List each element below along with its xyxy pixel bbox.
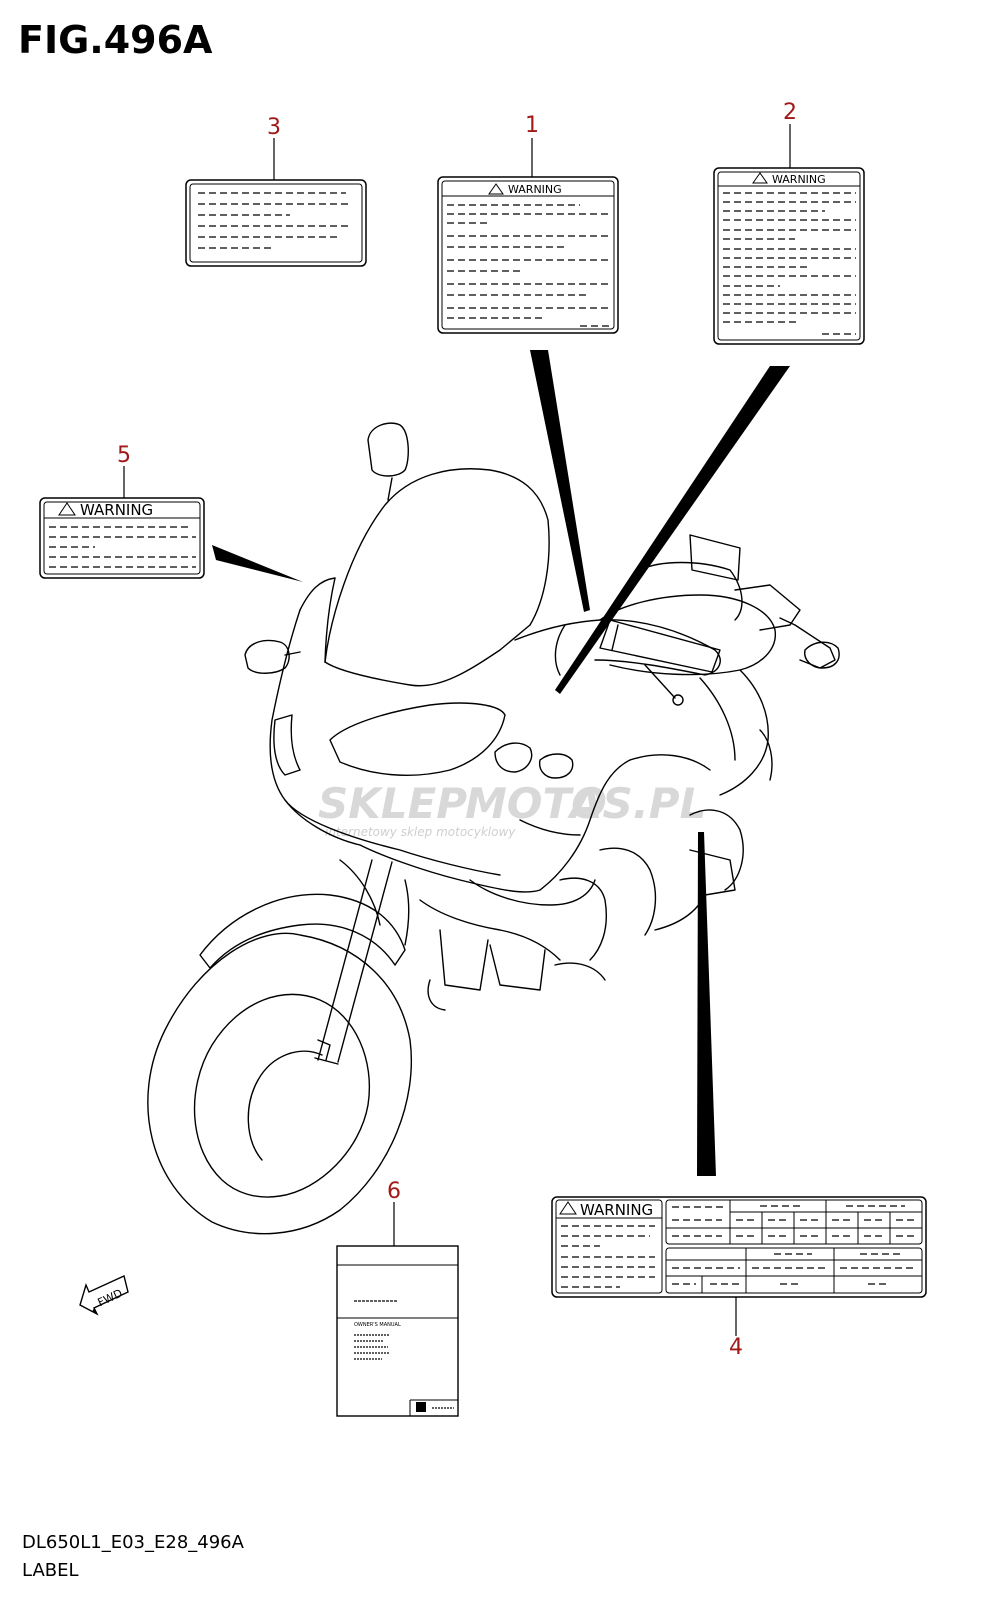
figure-code: DL650L1_E03_E28_496A bbox=[22, 1532, 244, 1553]
label-2-warning-text: WARNING bbox=[772, 173, 826, 186]
watermark: SKLEP MOTO AS.PL internetowy sklep motoc… bbox=[318, 779, 706, 839]
figure-caption: LABEL bbox=[22, 1560, 79, 1581]
figure-title: FIG.496A bbox=[18, 18, 213, 62]
leader-wedges bbox=[212, 350, 790, 1176]
callout-leaders bbox=[123, 124, 791, 1336]
callout-5: 5 bbox=[117, 443, 131, 468]
callout-6: 6 bbox=[387, 1179, 401, 1204]
motorcycle-drawing bbox=[147, 422, 840, 1235]
watermark-brand-b: MOTO bbox=[465, 779, 607, 828]
watermark-tagline: internetowy sklep motocyklowy bbox=[325, 825, 516, 839]
leader-wedge-1 bbox=[530, 350, 590, 612]
label-5-warning-text: WARNING bbox=[80, 501, 153, 519]
watermark-brand-c: AS.PL bbox=[567, 779, 706, 828]
manual-logo-icon bbox=[416, 1402, 426, 1412]
label-1-warning-text: WARNING bbox=[508, 183, 562, 196]
part-label-5[interactable]: WARNING bbox=[39, 497, 205, 579]
manual-title: OWNER'S MANUAL bbox=[354, 1322, 401, 1328]
fwd-direction-arrow: FWD bbox=[79, 1275, 129, 1316]
callout-3: 3 bbox=[267, 115, 281, 140]
part-label-1[interactable]: WARNING bbox=[437, 176, 619, 334]
part-owners-manual-6[interactable]: OWNER'S MANUAL bbox=[336, 1245, 459, 1417]
callout-numbers: 1 2 3 4 5 6 bbox=[117, 100, 797, 1360]
label-4-warning-text: WARNING bbox=[580, 1201, 653, 1219]
part-label-2[interactable]: WARNING bbox=[713, 167, 865, 345]
part-label-4[interactable]: WARNING bbox=[551, 1196, 927, 1298]
watermark-brand-a: SKLEP bbox=[318, 779, 467, 828]
callout-2: 2 bbox=[783, 100, 797, 125]
leader-wedge-2 bbox=[555, 366, 790, 694]
callout-1: 1 bbox=[525, 113, 539, 138]
leader-wedge-4 bbox=[697, 832, 716, 1176]
part-label-3[interactable] bbox=[185, 179, 367, 267]
callout-4: 4 bbox=[729, 1335, 743, 1360]
leader-wedge-5 bbox=[212, 545, 303, 582]
